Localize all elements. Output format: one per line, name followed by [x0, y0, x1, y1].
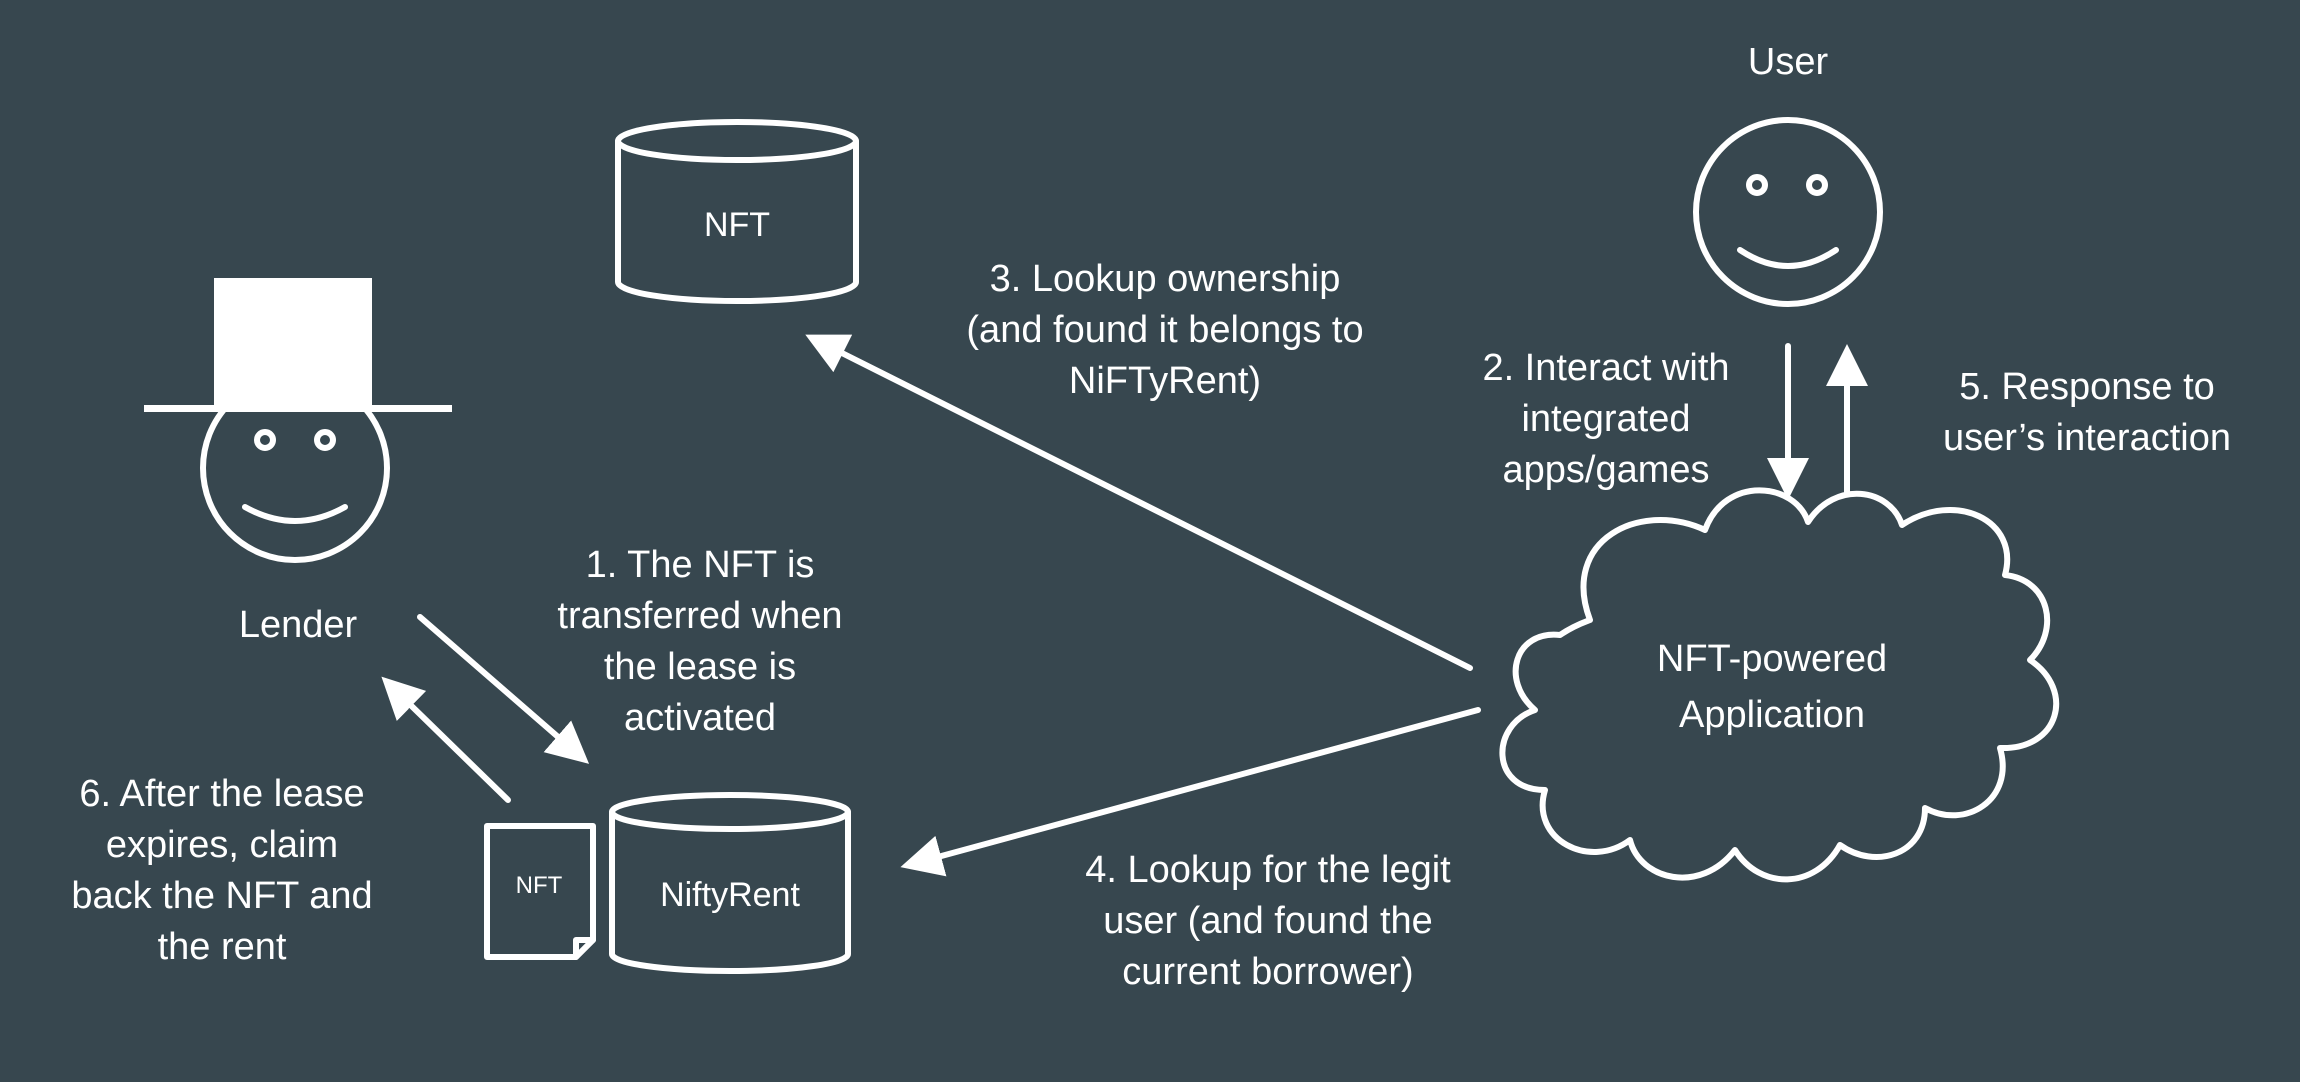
- svg-text:expires, claim: expires, claim: [106, 824, 338, 866]
- app-label-line-2: Application: [1679, 694, 1865, 736]
- step3-label: 3. Lookup ownership (and found it belong…: [966, 258, 1363, 402]
- svg-text:(and found it belongs to: (and found it belongs to: [966, 309, 1363, 351]
- svg-text:the lease is: the lease is: [604, 646, 796, 688]
- step5-label: 5. Response to user’s interaction: [1943, 366, 2231, 459]
- nft-document-label: NFT: [516, 872, 563, 899]
- arrow-step4: [900, 707, 1481, 877]
- cloud-icon: [1499, 487, 2059, 883]
- niftyrent-database-label: NiftyRent: [660, 876, 800, 914]
- svg-text:2. Interact with: 2. Interact with: [1482, 347, 1729, 389]
- user-icon: [1693, 117, 1883, 307]
- svg-text:6. After the lease: 6. After the lease: [79, 773, 364, 815]
- svg-text:activated: activated: [624, 697, 776, 739]
- svg-text:5. Response to: 5. Response to: [1959, 366, 2215, 408]
- step4-label: 4. Lookup for the legit user (and found …: [1085, 849, 1451, 993]
- user-label: User: [1748, 41, 1829, 83]
- nft-document-icon: [484, 823, 596, 960]
- svg-text:integrated: integrated: [1521, 398, 1690, 440]
- svg-text:current borrower): current borrower): [1122, 951, 1413, 993]
- app-label-line-1: NFT-powered: [1657, 638, 1887, 680]
- svg-text:apps/games: apps/games: [1502, 449, 1709, 491]
- svg-text:transferred when: transferred when: [557, 595, 842, 637]
- nft-database-icon: [615, 119, 859, 304]
- lender-icon: [144, 278, 452, 563]
- arrow-step6: [381, 676, 511, 803]
- arrow-step3: [805, 334, 1473, 671]
- svg-text:user’s interaction: user’s interaction: [1943, 417, 2231, 459]
- nft-database-label: NFT: [704, 206, 770, 244]
- svg-text:user (and found the: user (and found the: [1103, 900, 1433, 942]
- step2-label: 2. Interact with integrated apps/games: [1482, 347, 1729, 491]
- step1-label: 1. The NFT is transferred when the lease…: [557, 544, 842, 739]
- svg-text:4. Lookup for the legit: 4. Lookup for the legit: [1085, 849, 1451, 891]
- svg-text:NiFTyRent): NiFTyRent): [1069, 360, 1261, 402]
- svg-text:back the NFT and: back the NFT and: [71, 875, 372, 917]
- step6-label: 6. After the lease expires, claim back t…: [71, 773, 372, 968]
- svg-text:the rent: the rent: [158, 926, 287, 968]
- arrow-step1: [417, 614, 590, 764]
- niftyrent-database-icon: [609, 792, 851, 974]
- svg-text:1. The NFT is: 1. The NFT is: [586, 544, 815, 586]
- svg-text:3. Lookup ownership: 3. Lookup ownership: [990, 258, 1341, 300]
- lender-label: Lender: [239, 604, 358, 646]
